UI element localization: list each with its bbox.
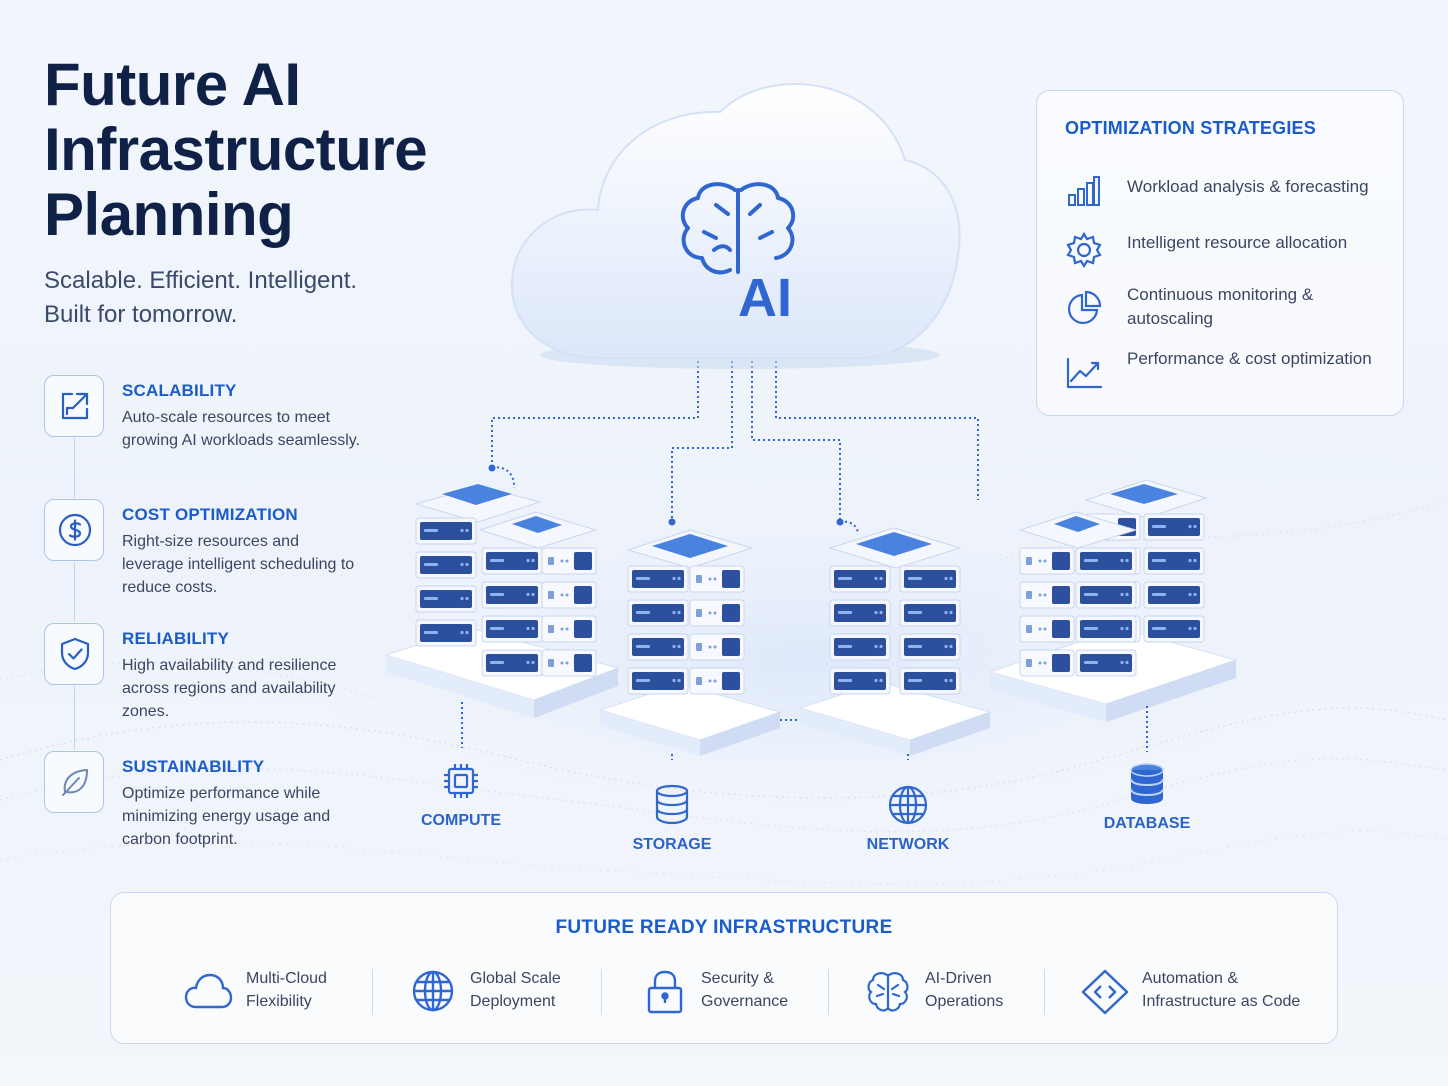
database-icon — [1130, 763, 1164, 804]
bottom-item-line: AI-Driven — [925, 970, 992, 987]
bottom-item: Global Scale Deployment — [411, 967, 611, 1023]
feature-heading: SUSTAINABILITY — [122, 757, 265, 776]
globe-icon — [412, 970, 454, 1012]
optimization-text: Intelligent resource allocation — [1127, 233, 1348, 252]
cluster-label-compute: COMPUTE — [421, 812, 501, 829]
infrastructure-diagram: AI — [384, 83, 1238, 760]
server-rack-network — [828, 527, 962, 695]
connector-line — [74, 438, 75, 498]
feature-description: Auto-scale resources to meet growing AI … — [122, 409, 361, 449]
connector-line — [74, 686, 75, 750]
bottom-item-line: Global Scale — [470, 970, 561, 987]
feature-description: High availability and resilience across … — [122, 657, 337, 720]
bottom-item-line: Governance — [701, 993, 789, 1010]
feature-scalability: SCALABILITY Auto-scale resources to meet… — [44, 375, 384, 485]
tagline-line: Built for tomorrow. — [44, 301, 238, 328]
feature-heading: RELIABILITY — [122, 629, 230, 648]
optimization-text: Continuous monitoring & autoscaling — [1127, 285, 1314, 328]
pie-chart-icon — [1067, 290, 1102, 325]
optimization-text: Performance & cost optimization — [1127, 349, 1372, 368]
feature-cost-optimization: COST OPTIMIZATION Right-size resources a… — [44, 499, 384, 609]
brain-icon — [680, 182, 796, 275]
divider — [1044, 969, 1045, 1015]
shield-check-icon — [44, 623, 104, 685]
optimization-heading: OPTIMIZATION STRATEGIES — [1065, 118, 1316, 138]
bottom-item-line: Infrastructure as Code — [1142, 993, 1301, 1010]
title-line: Planning — [44, 181, 294, 248]
divider — [372, 969, 373, 1015]
leaf-icon — [44, 751, 104, 813]
cluster-label-database: DATABASE — [1103, 815, 1191, 832]
page-title: Future AI Infrastructure Planning — [44, 52, 504, 247]
future-ready-heading: FUTURE READY INFRASTRUCTURE — [555, 917, 893, 938]
tagline: Scalable. Efficient. Intelligent. Built … — [44, 264, 464, 332]
bottom-item: Security & Governance — [645, 967, 845, 1023]
bottom-item-line: Multi-Cloud — [246, 970, 327, 987]
bottom-item-line: Automation & — [1142, 970, 1239, 987]
connector-line — [74, 562, 75, 622]
feature-heading: SCALABILITY — [122, 381, 237, 400]
gear-icon — [1066, 231, 1102, 269]
bottom-item-line: Flexibility — [246, 993, 312, 1010]
platform-network — [798, 681, 992, 756]
optimization-item: Continuous monitoring & autoscaling — [1065, 283, 1395, 339]
scale-arrow-icon — [44, 375, 104, 437]
optimization-item: Workload analysis & forecasting — [1065, 175, 1395, 225]
tagline-line: Scalable. Efficient. Intelligent. — [44, 267, 358, 294]
cluster-label-storage: STORAGE — [632, 836, 712, 853]
bottom-item-line: Operations — [925, 993, 1004, 1010]
optimization-panel: OPTIMIZATION STRATEGIES Workload analysi… — [1036, 90, 1404, 416]
feature-description: Optimize performance while minimizing en… — [122, 785, 331, 848]
lock-icon — [647, 970, 683, 1014]
bottom-item: Automation & Infrastructure as Code — [1081, 967, 1321, 1023]
optimization-text: Workload analysis & forecasting — [1127, 177, 1369, 196]
server-rack-database — [1018, 479, 1208, 677]
connector-dot — [836, 518, 844, 526]
cloud-ai-label: AI — [738, 268, 792, 328]
divider — [828, 969, 829, 1015]
connector-dot — [488, 464, 496, 472]
cloud-icon — [184, 973, 233, 1009]
connector-dot — [668, 518, 676, 526]
feature-heading: COST OPTIMIZATION — [122, 505, 298, 524]
bottom-item-line: Security & — [701, 970, 774, 987]
storage-icon — [655, 784, 689, 825]
brain-icon — [867, 972, 909, 1012]
divider — [601, 969, 602, 1015]
title-line: Infrastructure — [44, 116, 428, 183]
optimization-item: Performance & cost optimization — [1065, 347, 1395, 403]
server-rack-compute — [414, 484, 598, 677]
globe-icon — [888, 785, 928, 825]
bottom-item: Multi-Cloud Flexibility — [183, 967, 383, 1023]
bottom-item-line: Deployment — [470, 993, 556, 1010]
bottom-item: AI-Driven Operations — [865, 967, 1065, 1023]
future-ready-panel: FUTURE READY INFRASTRUCTURE Multi-Cloud … — [110, 892, 1338, 1044]
cpu-chip-icon — [444, 764, 478, 798]
trend-line-icon — [1066, 357, 1103, 389]
feature-reliability: RELIABILITY High availability and resili… — [44, 623, 384, 733]
cluster-label-network: NETWORK — [866, 836, 950, 853]
ai-cloud: AI — [510, 83, 961, 369]
feature-description: Right-size resources and leverage intell… — [122, 533, 355, 596]
dollar-icon — [44, 499, 104, 561]
optimization-item: Intelligent resource allocation — [1065, 231, 1395, 281]
title-line: Future AI — [44, 51, 301, 118]
bar-chart-icon — [1068, 176, 1100, 206]
feature-sustainability: SUSTAINABILITY Optimize performance whil… — [44, 751, 384, 861]
platform-storage — [598, 683, 782, 756]
code-icon — [1081, 969, 1129, 1015]
server-rack-storage — [626, 529, 754, 695]
